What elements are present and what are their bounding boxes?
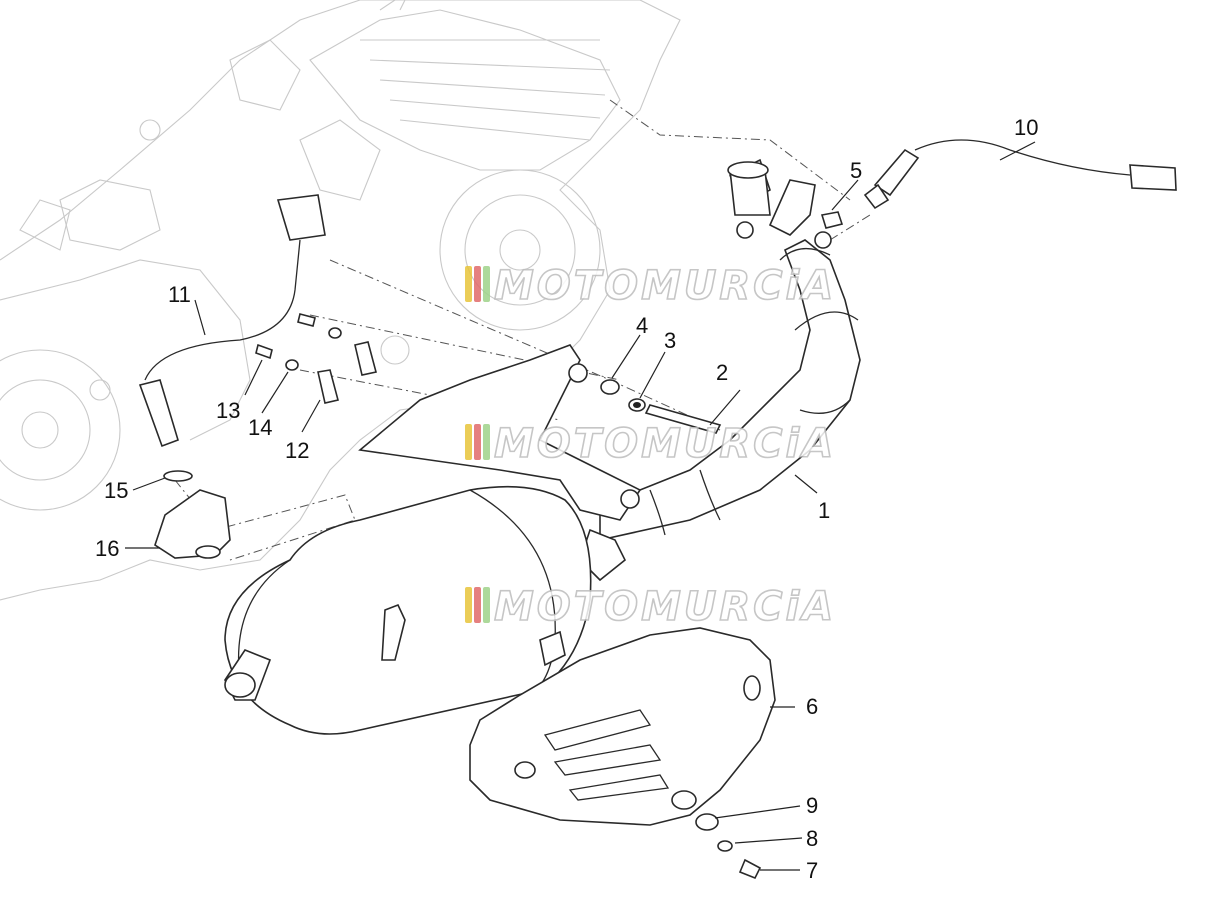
callout-labels: 1 2 3 4 5 6 7 8 9 10 11 12 13 14 15 16 [95, 115, 1038, 883]
callout-14: 14 [248, 415, 272, 440]
watermark-text: MOTOMURCiA [494, 263, 836, 309]
callout-3: 3 [664, 328, 676, 353]
watermark-logo: MOTOMURCiA [465, 583, 836, 631]
callout-2: 2 [716, 360, 728, 385]
callout-8: 8 [806, 826, 818, 851]
engine-background [0, 0, 681, 601]
callout-11: 11 [168, 282, 191, 307]
callout-13: 13 [216, 398, 240, 423]
heat-shield-part [469, 627, 776, 826]
watermark: MOTOMURCiA MOTOMURCiA MOTOMURCiA [465, 262, 836, 631]
leader-lines [125, 141, 1036, 871]
muffler-part [224, 344, 642, 735]
callout-12: 12 [285, 438, 309, 463]
callout-6: 6 [806, 694, 818, 719]
callout-16: 16 [95, 536, 119, 561]
callout-7: 7 [806, 858, 818, 883]
callout-9: 9 [806, 793, 818, 818]
callout-15: 15 [104, 478, 128, 503]
lambda-sensor-lower-part [138, 194, 326, 559]
watermark-logo: MOTOMURCiA [465, 262, 836, 310]
watermark-text: MOTOMURCiA [494, 584, 836, 630]
callout-1: 1 [818, 498, 830, 523]
hardware-parts [255, 211, 844, 880]
callout-5: 5 [850, 158, 862, 183]
lambda-sensor-upper-part [863, 139, 1177, 210]
watermark-text: MOTOMURCiA [494, 421, 836, 467]
callout-10: 10 [1014, 115, 1038, 140]
callout-4: 4 [636, 313, 648, 338]
watermark-logo: MOTOMURCiA [465, 420, 836, 468]
